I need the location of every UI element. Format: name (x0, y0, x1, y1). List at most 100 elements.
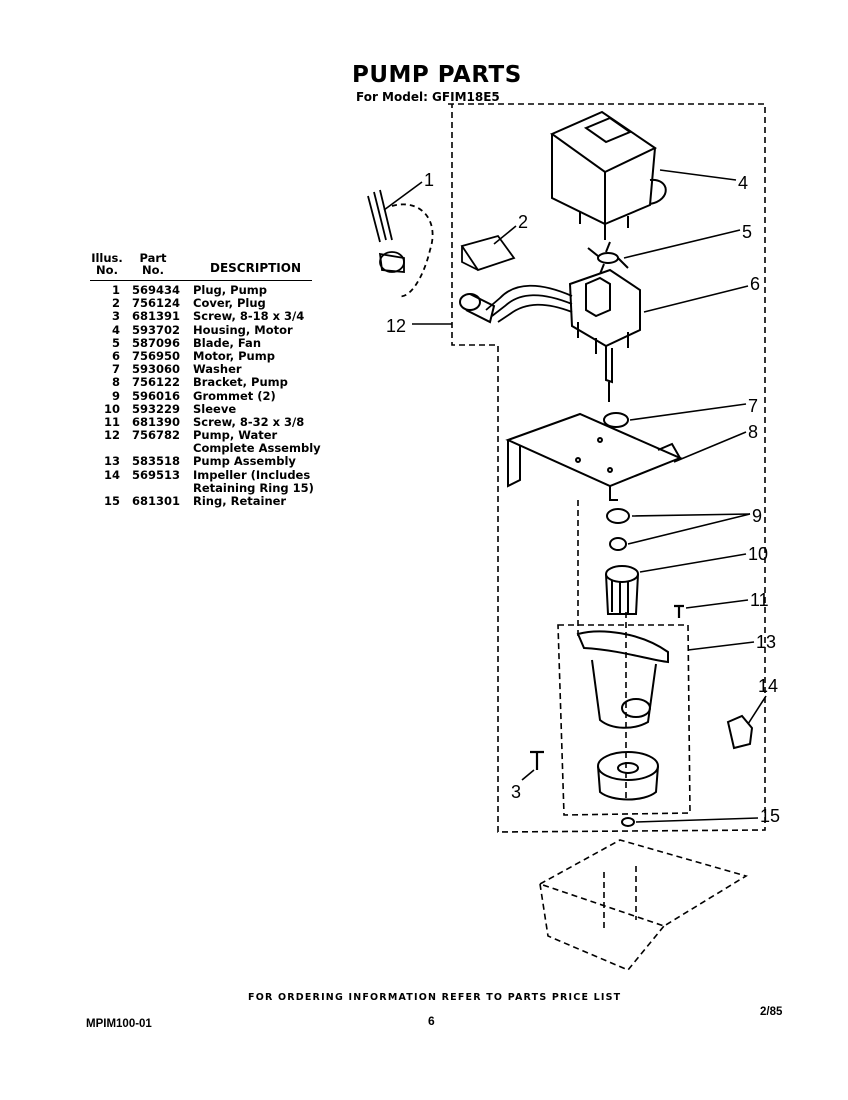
parts-table-header: Illus. No. Part No. DESCRIPTION (90, 250, 312, 281)
row-part-no: 756122 (132, 375, 181, 390)
screw-3-part (530, 750, 544, 770)
row-description: Ring, Retainer (193, 494, 287, 508)
row-illus-no: 12 (103, 428, 120, 443)
row-part-no: 681301 (132, 494, 181, 508)
row-part-no: 756782 (132, 428, 181, 443)
table-row: Retaining Ring 15) (90, 480, 320, 495)
pump-plug-body (459, 293, 496, 324)
row-illus-no: 5 (111, 335, 120, 350)
leader-line-8 (673, 431, 747, 463)
row-part-no: 569513 (132, 467, 181, 482)
fan-blade-part (587, 241, 629, 275)
plug-cover-part (460, 234, 516, 272)
callout-2: 2 (518, 212, 528, 232)
leader-line-11 (685, 599, 749, 609)
table-row: 15 681301 Ring, Retainer (90, 495, 320, 508)
table-row: 11 681390 Screw, 8-32 x 3/8 (90, 414, 320, 429)
row-description: Retaining Ring 15) (193, 480, 314, 495)
table-row: 2 756124 Cover, Plug (90, 297, 320, 310)
reservoir-tray (538, 839, 748, 971)
leader-line-9 (627, 513, 751, 545)
ordering-note: FOR ORDERING INFORMATION REFER TO PARTS … (248, 992, 622, 1003)
row-illus-no: 14 (103, 467, 120, 482)
row-illus-no: 10 (103, 401, 120, 416)
table-row: 10 593229 Sleeve (90, 401, 320, 416)
leader-line-4 (659, 169, 737, 181)
callout-11: 11 (750, 590, 769, 610)
document-id: MPIM100-01 (86, 1018, 152, 1030)
callout-12: 12 (386, 316, 406, 336)
row-description: Plug, Pump (193, 283, 267, 297)
row-description: Cover, Plug (193, 296, 266, 311)
leader-line-14 (747, 695, 767, 725)
header-illus-line1: Illus. (91, 251, 123, 265)
callout-9: 9 (752, 506, 762, 526)
row-description: Screw, 8-32 x 3/8 (193, 414, 305, 429)
leader-line-2 (493, 225, 517, 245)
leader-line-3 (521, 769, 535, 781)
row-part-no: 593229 (132, 401, 181, 416)
grommet-part (609, 537, 627, 551)
row-illus-no: 9 (111, 388, 120, 403)
row-part-no: 593060 (132, 362, 181, 377)
row-description: Sleeve (193, 401, 237, 416)
header-part-line1: Part (139, 251, 167, 265)
row-part-no: 583518 (132, 454, 181, 469)
header-part: Part No. (130, 252, 176, 276)
row-part-no: 593702 (132, 322, 181, 337)
row-description: Motor, Pump (193, 348, 275, 363)
revision-date: 2/85 (760, 1006, 783, 1018)
callout-4: 4 (738, 173, 748, 193)
leader-line-1 (383, 181, 423, 211)
leader-line-6 (643, 285, 749, 313)
pump-assembly-part (576, 630, 669, 729)
header-description: DESCRIPTION (210, 261, 302, 275)
callout-14: 14 (758, 676, 778, 696)
row-part-no: 756124 (132, 296, 181, 311)
callout-1: 1 (424, 170, 434, 190)
header-illus-line2: No. (96, 263, 118, 277)
row-illus-no: 13 (103, 454, 120, 469)
table-row: Complete Assembly (90, 442, 321, 455)
callout-6: 6 (750, 274, 760, 294)
plug-pump-part (367, 189, 434, 298)
table-row: 12 756782 Pump, Water (90, 429, 320, 442)
washer-part (603, 412, 629, 428)
callout-10: 10 (748, 544, 768, 564)
row-illus-no: 15 (103, 494, 120, 508)
table-row: 4 593702 Housing, Motor (90, 322, 320, 337)
model-label: For Model: GFIM18E5 (356, 90, 500, 104)
sleeve-part (605, 565, 639, 615)
row-description: Pump, Water (193, 428, 278, 443)
motor-wires (485, 284, 573, 323)
retainer-ring-part (621, 817, 635, 827)
row-part-no: 587096 (132, 335, 181, 350)
row-part-no: 681390 (132, 414, 181, 429)
leader-line-7 (629, 403, 747, 421)
callout-15: 15 (760, 806, 780, 826)
row-illus-no: 6 (111, 348, 120, 363)
row-description: Impeller (Includes (193, 467, 311, 482)
row-illus-no: 11 (103, 414, 120, 429)
callout-7: 7 (748, 396, 758, 416)
table-row: 14 569513 Impeller (Includes (90, 467, 320, 482)
callout-3: 3 (511, 782, 521, 802)
row-illus-no: 1 (111, 283, 120, 297)
row-illus-no: 4 (111, 322, 120, 337)
leader-line-5 (623, 229, 741, 259)
row-illus-no: 2 (111, 296, 120, 311)
leader-line-13 (687, 641, 755, 651)
callout-13: 13 (756, 632, 776, 652)
row-description: Housing, Motor (193, 322, 293, 337)
row-part-no: 681391 (132, 309, 181, 324)
pump-bracket-part (505, 412, 683, 501)
row-description: Grommet (2) (193, 388, 276, 403)
leader-line-10 (639, 553, 747, 573)
